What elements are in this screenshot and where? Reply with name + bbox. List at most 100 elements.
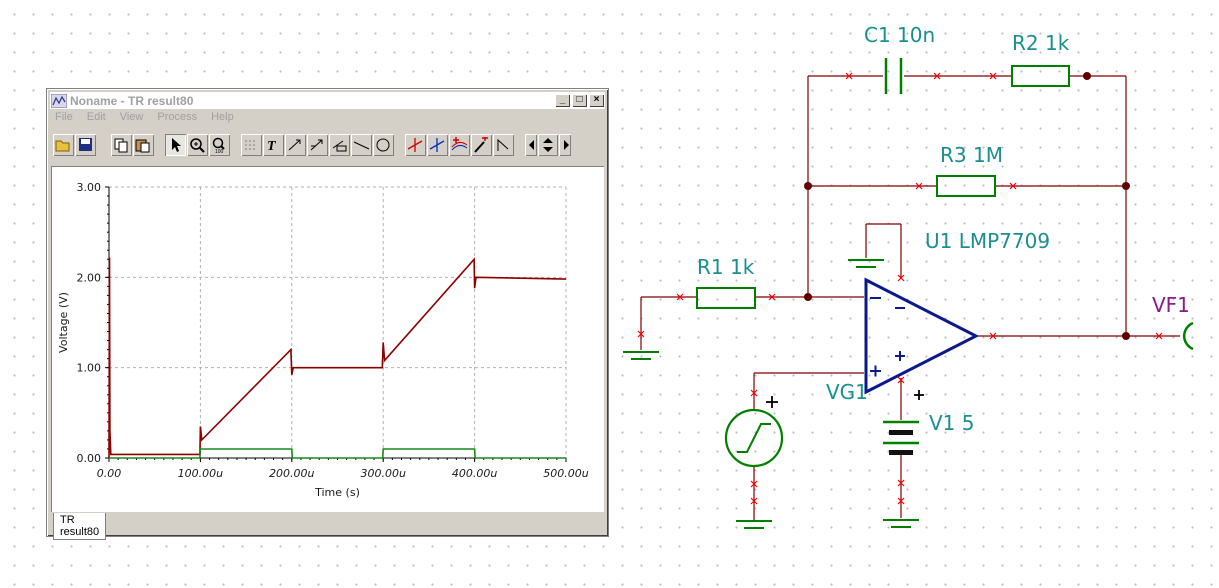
annotate-button[interactable] bbox=[285, 134, 306, 156]
title-bar[interactable]: Noname - TR result80 _ □ × bbox=[50, 92, 605, 109]
resistor-r3[interactable] bbox=[936, 175, 996, 197]
u1-label: U1 LMP7709 bbox=[925, 229, 1050, 253]
app-icon bbox=[51, 93, 67, 108]
resistor-r1[interactable] bbox=[696, 287, 756, 309]
pointer-icon bbox=[172, 138, 181, 152]
x-tick-label: 300.00u bbox=[360, 467, 405, 480]
curves-icon bbox=[451, 137, 468, 151]
r3-label: R3 1M bbox=[940, 143, 1003, 167]
scroll-updown-button[interactable] bbox=[538, 134, 558, 156]
line-icon bbox=[353, 141, 370, 150]
zoom-in-button[interactable] bbox=[187, 134, 208, 156]
scroll-right-icon bbox=[564, 140, 569, 150]
x-tick-label: 200.00u bbox=[269, 467, 314, 480]
ellipse-button[interactable] bbox=[373, 134, 394, 156]
step-button[interactable] bbox=[493, 134, 514, 156]
text-icon: T bbox=[267, 139, 277, 153]
probe-icon bbox=[474, 137, 488, 153]
arrow-annotate-2-icon bbox=[310, 139, 323, 151]
menu-help[interactable]: Help bbox=[211, 111, 234, 123]
zoom-100-button[interactable]: 100 bbox=[209, 134, 230, 156]
close-button[interactable]: × bbox=[589, 94, 604, 107]
x-tick-label: 0.00 bbox=[97, 467, 122, 480]
open-icon bbox=[55, 140, 70, 152]
ground-icon bbox=[883, 519, 919, 528]
junctions bbox=[804, 72, 1130, 340]
window-title: Noname - TR result80 bbox=[70, 93, 194, 108]
paste-icon bbox=[135, 139, 150, 153]
svg-text:T: T bbox=[267, 139, 277, 153]
cursor-b-icon bbox=[429, 138, 445, 152]
menu-process[interactable]: Process bbox=[157, 111, 198, 123]
ground-icon bbox=[623, 351, 659, 360]
ellipse-icon bbox=[376, 138, 390, 152]
toolbar: 100 T bbox=[51, 132, 604, 160]
r1-label: R1 1k bbox=[697, 255, 755, 279]
menu-file[interactable]: File bbox=[55, 111, 73, 123]
y-tick-label: 3.00 bbox=[77, 181, 102, 194]
probe-button[interactable] bbox=[471, 134, 492, 156]
scroll-left-icon bbox=[529, 140, 534, 150]
scroll-updown-icon bbox=[543, 138, 553, 152]
c1-label: C1 10n bbox=[864, 23, 935, 47]
text-button[interactable]: T bbox=[263, 134, 284, 156]
zoom-in-icon bbox=[190, 138, 205, 153]
scroll-left-button[interactable] bbox=[525, 134, 537, 156]
annotate-3-button[interactable] bbox=[329, 134, 350, 156]
menu-bar: File Edit View Process Help bbox=[51, 111, 234, 128]
y-axis-label: Voltage (V) bbox=[57, 292, 70, 353]
x-tick-label: 500.00u bbox=[543, 467, 588, 480]
result-window[interactable]: Noname - TR result80 _ □ × File Edit Vie… bbox=[46, 88, 609, 540]
scroll-right-button[interactable] bbox=[559, 134, 571, 156]
copy-button[interactable] bbox=[111, 134, 132, 156]
wires bbox=[640, 75, 1180, 520]
cursor-a-button[interactable] bbox=[405, 134, 426, 156]
minimize-button[interactable]: _ bbox=[555, 94, 570, 107]
tab-tr-result80[interactable]: TR result80 bbox=[53, 513, 107, 540]
signal-generator-vg1[interactable] bbox=[724, 396, 784, 468]
voltage-probe-vf1[interactable] bbox=[1183, 321, 1194, 351]
line-button[interactable] bbox=[351, 134, 372, 156]
curves-button[interactable] bbox=[449, 134, 470, 156]
transient-chart[interactable]: 0.00 100.00u 200.00u 300.00u 400.00u 500.00u 0… bbox=[52, 167, 604, 512]
battery-v1[interactable] bbox=[883, 390, 924, 455]
annotate-2-button[interactable] bbox=[307, 134, 328, 156]
copy-icon bbox=[114, 138, 128, 153]
save-icon bbox=[79, 138, 92, 151]
y-tick-label: 0.00 bbox=[77, 452, 102, 465]
cursor-a-icon bbox=[407, 138, 423, 152]
arrow-annotate-icon bbox=[288, 139, 301, 151]
opamp-u1[interactable] bbox=[864, 277, 980, 395]
menu-view[interactable]: View bbox=[119, 111, 144, 123]
capacitor-c1[interactable] bbox=[884, 58, 903, 94]
grid-icon bbox=[245, 140, 255, 150]
series-line-1[interactable] bbox=[108, 257, 567, 459]
paste-button[interactable] bbox=[133, 134, 154, 156]
svg-text:100: 100 bbox=[215, 149, 224, 153]
resistor-r2[interactable] bbox=[1011, 65, 1070, 87]
maximize-button[interactable]: □ bbox=[572, 94, 587, 107]
r2-label: R2 1k bbox=[1012, 31, 1070, 55]
x-tick-label: 100.00u bbox=[178, 467, 223, 480]
vg1-label: VG1 bbox=[826, 380, 868, 404]
v1-label: V1 5 bbox=[929, 411, 975, 435]
step-icon bbox=[497, 138, 509, 151]
ground-icon bbox=[736, 520, 772, 529]
y-tick-label: 2.00 bbox=[77, 271, 102, 284]
menu-edit[interactable]: Edit bbox=[86, 111, 106, 123]
open-button[interactable] bbox=[53, 134, 74, 156]
plot-area[interactable]: 0.00 100.00u 200.00u 300.00u 400.00u 500.00u 0… bbox=[51, 166, 604, 512]
grid-button[interactable] bbox=[241, 134, 262, 156]
save-button[interactable] bbox=[75, 134, 96, 156]
pointer-button[interactable] bbox=[165, 134, 186, 156]
x-axis-label: Time (s) bbox=[314, 486, 360, 499]
series-line-2[interactable] bbox=[109, 448, 566, 459]
arrow-annotate-3-icon bbox=[332, 140, 347, 152]
x-tick-label: 400.00u bbox=[452, 467, 497, 480]
cursor-b-button[interactable] bbox=[427, 134, 448, 156]
pin-markers bbox=[637, 72, 1163, 505]
y-tick-label: 1.00 bbox=[77, 362, 102, 375]
vf1-label: VF1 bbox=[1152, 293, 1190, 317]
zoom-100-icon: 100 bbox=[212, 137, 225, 153]
